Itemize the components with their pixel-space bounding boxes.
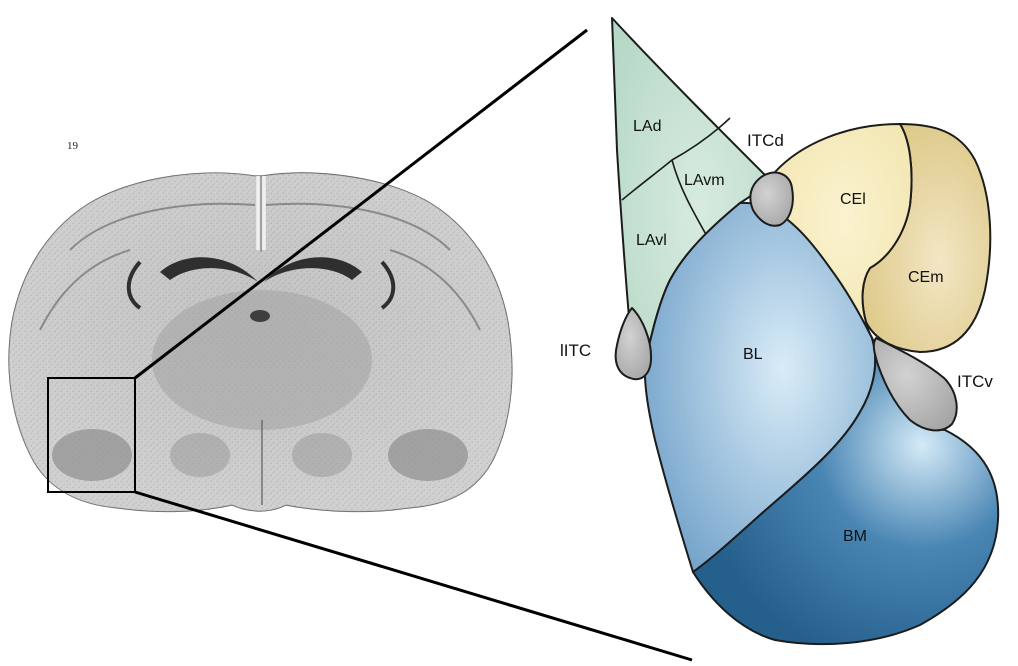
label-cel: CEl [840,191,866,208]
label-bm: BM [843,528,867,545]
amygdala-diagram: LAd LAvm LAvl CEl CEm BL BM ITCd lITC IT… [560,18,998,644]
label-itc-dorsal: ITCd [747,131,784,150]
amygdala-region-left [52,429,132,481]
label-lavl: LAvl [636,232,667,249]
brain-section-tissue [9,173,512,512]
label-itc-lateral: lITC [560,341,591,360]
label-bl: BL [743,346,763,363]
label-lavm: LAvm [684,172,725,189]
connector-line-bottom [135,492,692,660]
brain-section: 19 [9,140,512,512]
section-number: 19 [67,140,79,152]
label-cem: CEm [908,269,944,286]
label-itc-ventral: ITCv [957,372,993,391]
label-lad: LAd [633,118,661,135]
amygdala-region-right [388,429,468,481]
